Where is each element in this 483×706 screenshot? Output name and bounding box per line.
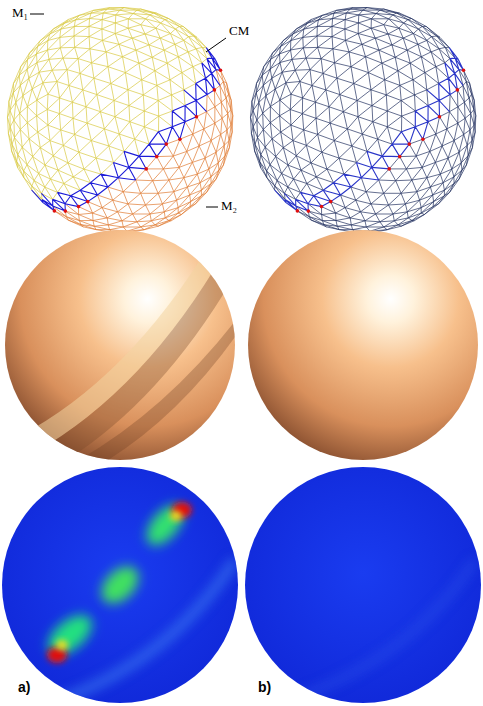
leader-line (30, 14, 44, 15)
part-label: M₁ (12, 6, 28, 19)
panel-label: a) (18, 680, 30, 694)
vertex-dot (165, 142, 169, 146)
vertex-dot (438, 115, 442, 119)
vertex-dot (155, 155, 159, 159)
vertex-dot (213, 88, 217, 92)
vertex-dot (387, 167, 391, 171)
mesh-edges (32, 48, 221, 211)
part-label: M₂ (221, 199, 237, 212)
vertex-dot (144, 167, 148, 171)
vertex-dot (178, 137, 182, 141)
mesh-edges (251, 8, 456, 200)
shaded-sphere (0, 230, 240, 490)
vertex-dot (219, 68, 223, 72)
error-map-sphere (245, 467, 481, 703)
vertex-dot (77, 205, 81, 209)
vertex-dot (320, 205, 324, 209)
leader-line (206, 207, 218, 208)
vertex-dot (296, 209, 300, 213)
shaded-sphere (248, 230, 478, 460)
wireframe-mesh (251, 8, 476, 233)
vertex-dot (408, 142, 412, 146)
vertex-dot (421, 137, 425, 141)
panel-label: b) (258, 680, 271, 694)
vertex-dot (86, 200, 90, 204)
part-label: CM (229, 24, 249, 37)
error-map-sphere (2, 467, 238, 703)
vertex-dot (456, 88, 460, 92)
wireframe-mesh (8, 8, 233, 233)
vertex-dot (53, 209, 57, 213)
vertex-dot (462, 68, 466, 72)
mesh-edges (8, 8, 213, 200)
vertex-dot (64, 209, 68, 213)
mesh-edges (275, 48, 464, 211)
vertex-dot (329, 200, 333, 204)
leader-line (206, 38, 226, 52)
vertex-dot (195, 115, 199, 119)
vertex-dot (307, 209, 311, 213)
vertex-dot (398, 155, 402, 159)
